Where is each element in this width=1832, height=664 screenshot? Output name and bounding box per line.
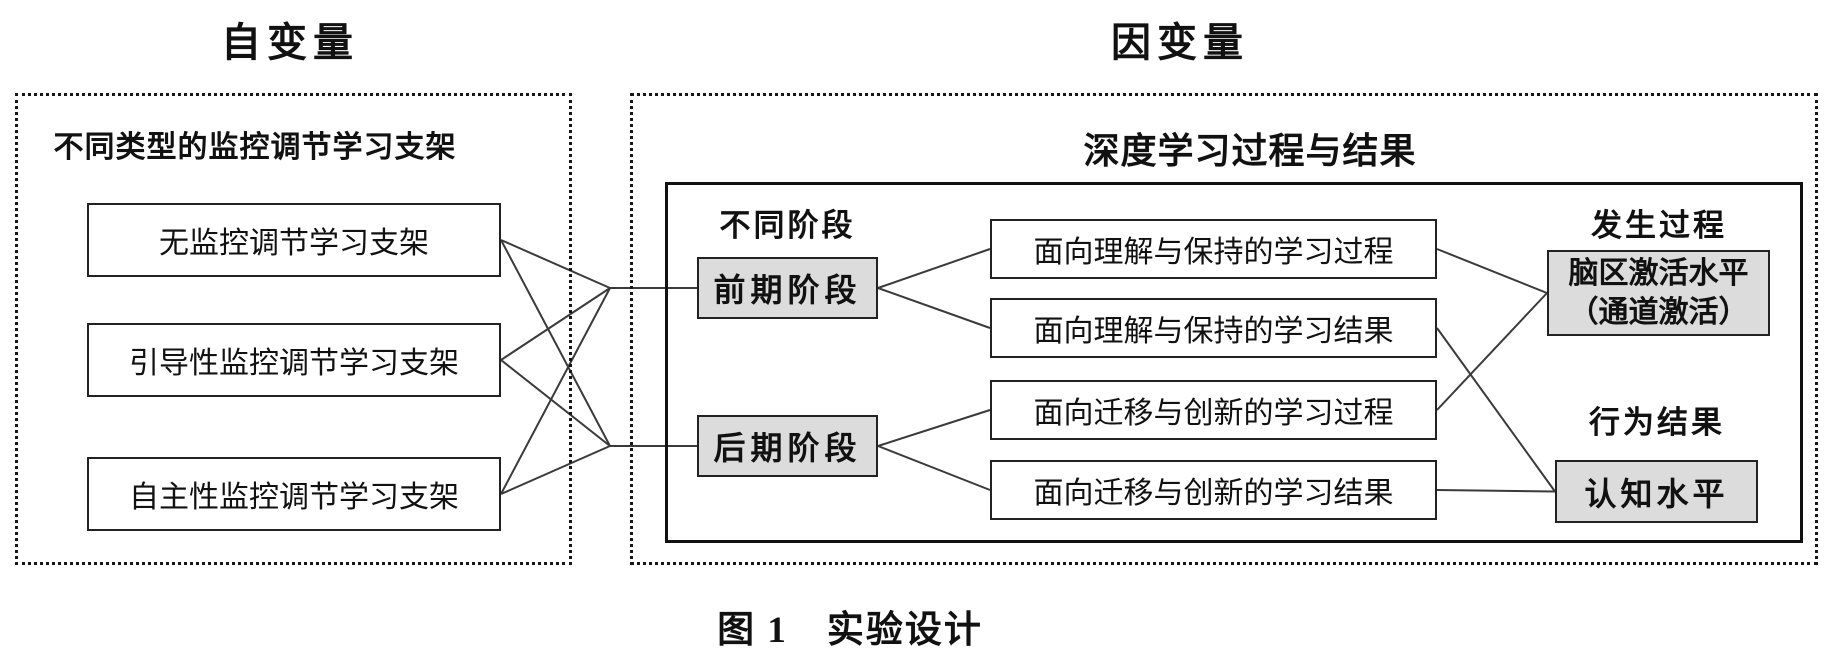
stage-section-label: 不同阶段	[719, 208, 856, 243]
behavior-result-label: 行为结果	[1589, 405, 1725, 440]
process-box-transfer-result: 面向迁移与创新的学习结果	[990, 460, 1437, 520]
scaffold-box-autonomous: 自主性监控调节学习支架	[87, 457, 501, 531]
process-box-understanding-process: 面向理解与保持的学习过程	[990, 219, 1437, 279]
scaffold-box-guided: 引导性监控调节学习支架	[87, 323, 501, 397]
dependent-variable-panel	[630, 93, 1818, 565]
right-panel-heading: 深度学习过程与结果	[1083, 130, 1417, 171]
figure-caption: 图 1 实验设计	[717, 610, 983, 651]
left-panel-heading: 不同类型的监控调节学习支架	[53, 131, 457, 164]
brain-activation-box: 脑区激活水平 （通道激活）	[1547, 250, 1770, 336]
process-box-transfer-process: 面向迁移与创新的学习过程	[990, 380, 1437, 440]
independent-variable-panel	[15, 93, 572, 565]
stage-box-early: 前期阶段	[697, 257, 878, 319]
process-box-understanding-result: 面向理解与保持的学习结果	[990, 298, 1437, 358]
cognition-level-box: 认知水平	[1555, 460, 1758, 523]
dependent-variable-title: 因变量	[1111, 21, 1249, 65]
scaffold-box-none: 无监控调节学习支架	[87, 203, 501, 277]
brain-activation-line2: （通道激活）	[1568, 296, 1749, 329]
deep-learning-inner-frame	[665, 182, 1803, 543]
stage-box-late: 后期阶段	[697, 415, 878, 477]
independent-variable-title: 自变量	[221, 21, 359, 65]
occurrence-process-label: 发生过程	[1591, 208, 1727, 243]
brain-activation-line1: 脑区激活水平	[1568, 257, 1749, 290]
